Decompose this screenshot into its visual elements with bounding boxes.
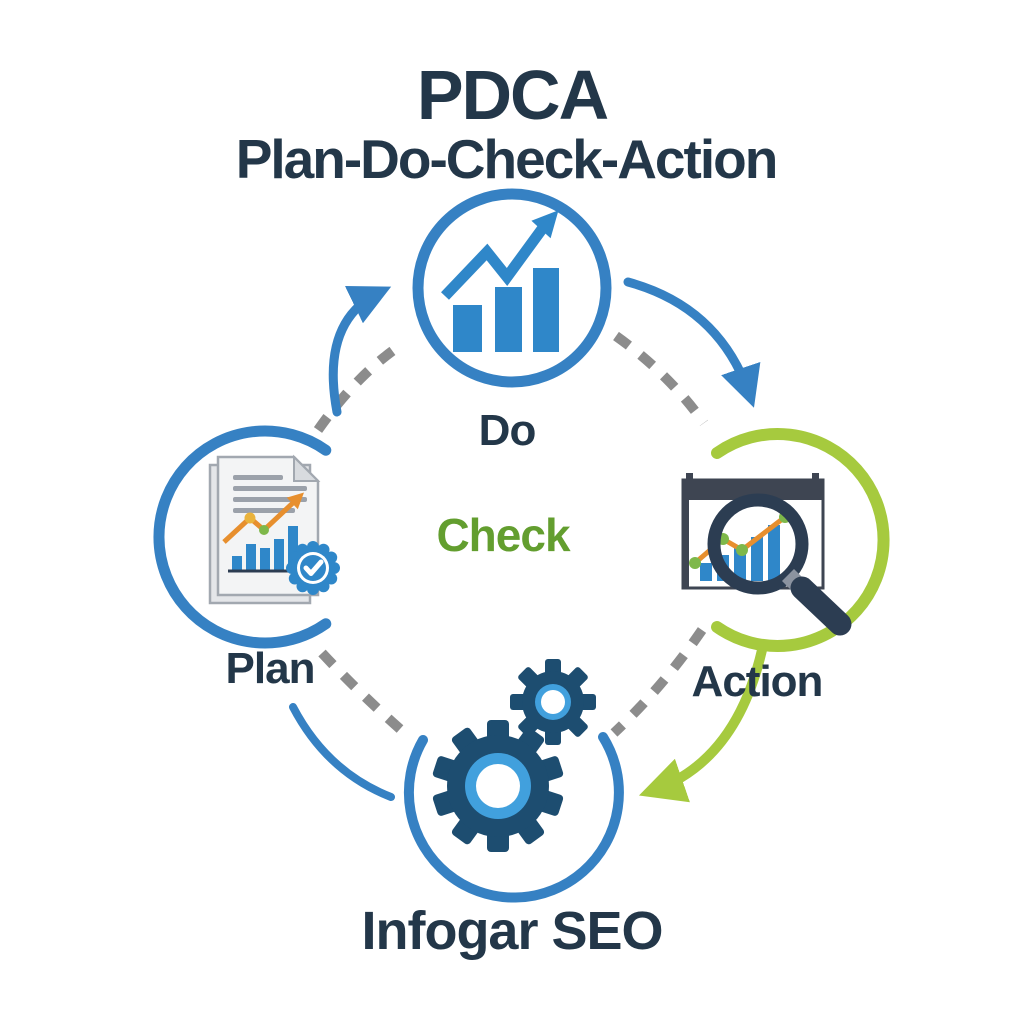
node-label-bottom-brand: Infogar SEO — [361, 901, 663, 961]
center-label-check: Check — [436, 509, 570, 561]
dashed-connector-plan-do — [313, 342, 401, 433]
document-trend-arrowhead-icon — [286, 492, 304, 510]
trend-dot-green — [259, 525, 269, 535]
check-badge-icon — [286, 541, 340, 595]
document-bar-chart — [232, 526, 298, 570]
chart-magnifier-icon — [681, 473, 852, 636]
report-document-check-icon — [208, 454, 340, 605]
trend-line — [441, 221, 550, 300]
node-label-do: Do — [478, 406, 537, 455]
ring-bottom — [403, 732, 624, 903]
document-trend-line — [222, 498, 298, 544]
arrow-plan-to-do — [328, 285, 392, 417]
dashed-connector-plan-bottom — [318, 649, 412, 740]
ring-action — [711, 428, 890, 652]
node-label-action: Action — [691, 657, 824, 706]
trend-dot-orange — [244, 512, 256, 524]
page-subtitle: Plan-Do-Check-Action — [235, 128, 779, 190]
arrow-do-to-action — [623, 277, 761, 408]
bar-chart-bars — [453, 268, 559, 352]
dashed-connector-action-bottom — [610, 627, 707, 737]
curve-plan-to-bottom — [289, 703, 395, 801]
document-folded-corner — [293, 454, 321, 482]
arrow-action-to-bottom — [638, 645, 767, 803]
large-gear — [432, 720, 564, 852]
document-text-lines — [233, 475, 307, 513]
page-title: PDCA — [416, 56, 609, 134]
dashed-connector-do-action — [613, 331, 709, 426]
growth-bar-chart-icon — [441, 210, 559, 352]
trend-arrowhead-icon — [531, 210, 559, 239]
ring-plan — [153, 425, 332, 649]
node-label-plan: Plan — [225, 644, 316, 693]
magnifier-icon — [707, 493, 852, 636]
gears-icon — [432, 659, 596, 852]
small-gear — [510, 659, 596, 745]
